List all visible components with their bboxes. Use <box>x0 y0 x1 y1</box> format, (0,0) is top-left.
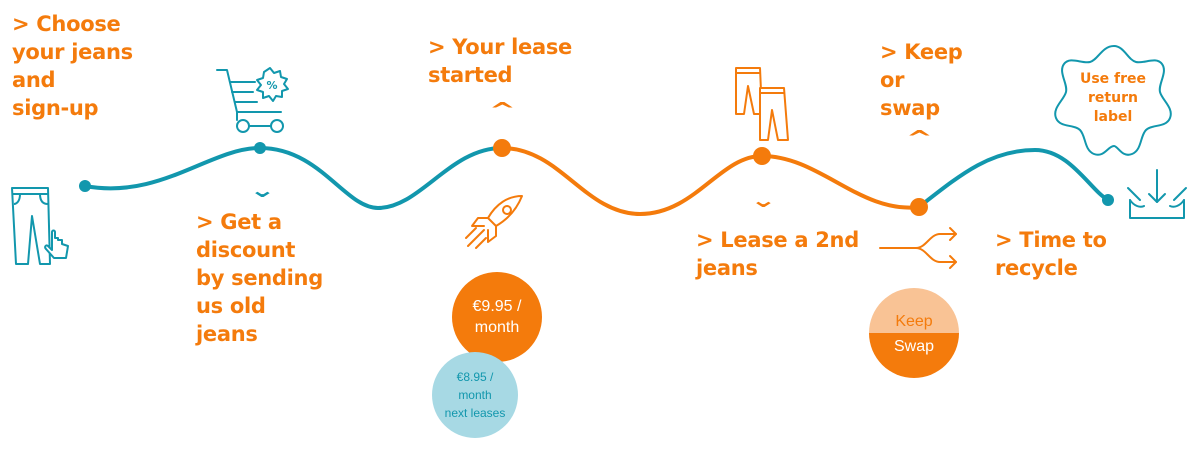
keep-swap-circle: Keep Swap <box>869 288 959 378</box>
price-next-amount: €8.95 / <box>456 370 494 384</box>
chevron-up-icon: ^ <box>905 126 933 150</box>
price-first-lease-circle: €9.95 / month <box>452 272 542 362</box>
node-lease-started <box>493 139 511 157</box>
node-start <box>79 180 91 192</box>
step-keep-swap-label: > Keep or swap <box>880 38 963 122</box>
step-recycle-label: > Time to recycle <box>995 226 1107 282</box>
label-line: by sending <box>196 266 323 290</box>
price-first-amount: €9.95 / <box>472 298 522 315</box>
step-discount-label: > Get a discount by sending us old jeans <box>196 208 323 348</box>
node-recycle <box>1102 194 1114 206</box>
node-keep-swap <box>910 198 928 216</box>
split-arrows-icon <box>879 227 957 269</box>
wave-segment-orange-middle <box>500 146 921 217</box>
price-first-period: month <box>474 319 520 336</box>
label-line: recycle <box>995 256 1078 280</box>
label-line: swap <box>880 96 940 120</box>
label-line: > Your lease <box>428 35 572 59</box>
jeans-with-hand-icon <box>11 187 69 265</box>
price-next-period: month <box>458 388 492 402</box>
label-line: sign-up <box>12 96 99 120</box>
svg-text:%: % <box>266 79 277 92</box>
step-choose-label: > Choose your jeans and sign-up <box>12 10 133 122</box>
label-line: or <box>880 68 905 92</box>
step-lease-second-label: > Lease a 2nd jeans <box>696 226 859 282</box>
badge-line: return <box>1088 90 1138 106</box>
return-label-badge: Use free return label <box>1058 70 1168 127</box>
price-next-leases-circle: €8.95 / month next leases <box>432 352 518 438</box>
label-line: jeans <box>696 256 758 280</box>
label-line: and <box>12 68 56 92</box>
wave-segment-teal-start <box>83 145 504 211</box>
node-discount <box>254 142 266 154</box>
chevron-down-icon: ⌄ <box>248 178 276 202</box>
shopping-cart-discount-icon: % <box>216 67 289 133</box>
label-line: > Choose <box>12 12 121 36</box>
chevron-down-icon: ⌄ <box>749 188 777 212</box>
badge-line: Use free <box>1079 71 1147 87</box>
wave-segment-teal-end <box>917 147 1110 209</box>
starburst-badge-icon <box>1054 44 1172 156</box>
chevron-up-icon: ^ <box>488 98 516 122</box>
node-lease-second <box>753 147 771 165</box>
label-line: your jeans <box>12 40 133 64</box>
label-line: jeans <box>196 322 258 346</box>
rocket-icon <box>465 195 523 249</box>
step-lease-started-label: > Your lease started <box>428 33 572 89</box>
price-next-note: next leases <box>444 406 506 420</box>
label-line: us old <box>196 294 266 318</box>
badge-line: label <box>1093 109 1133 125</box>
label-line: > Keep <box>880 40 963 64</box>
label-line: started <box>428 63 513 87</box>
label-line: > Lease a 2nd <box>696 228 859 252</box>
label-line: discount <box>196 238 296 262</box>
two-jeans-icon <box>735 67 789 141</box>
label-line: > Time to <box>995 228 1107 252</box>
label-line: > Get a <box>196 210 282 234</box>
recycle-drop-icon <box>1127 169 1187 219</box>
